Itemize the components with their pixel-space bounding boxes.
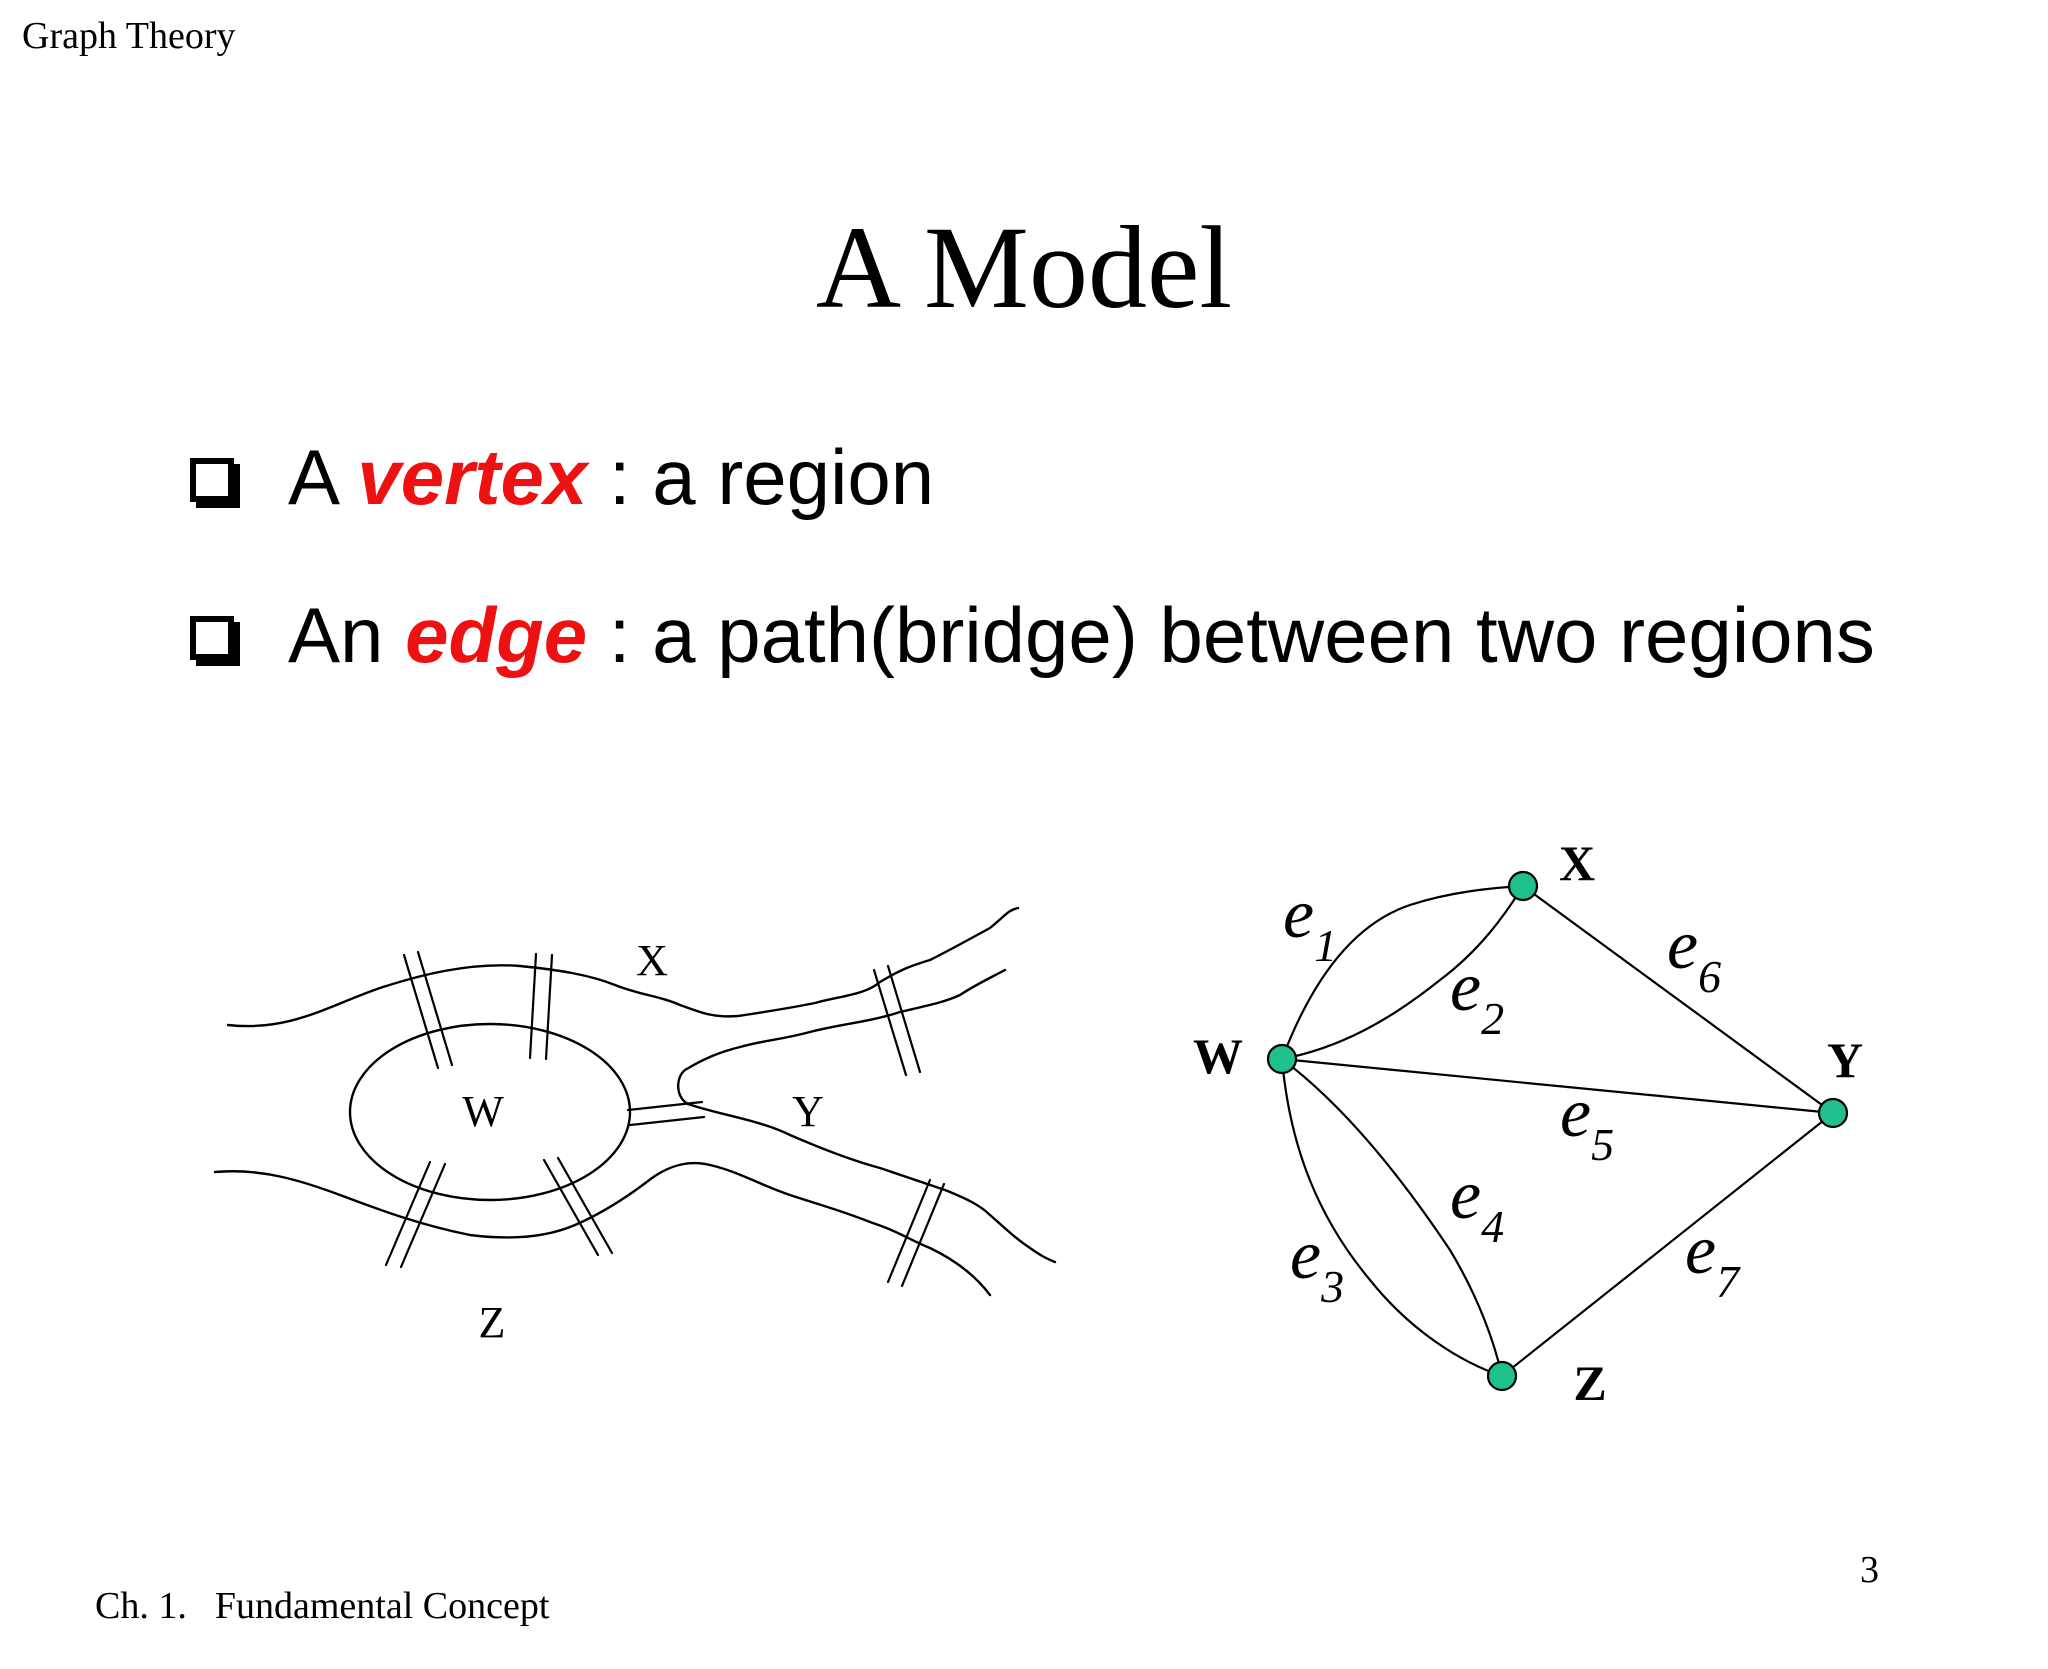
edge-label-e4: e4 [1450,1157,1504,1252]
map-label-y: Y [792,1087,824,1136]
footer-chapter: Ch. 1. [95,1585,187,1627]
edge-e2 [1281,885,1524,1061]
slide-title: A Model [815,202,1233,333]
vertex-w [1266,1043,1298,1075]
edge-e3 [1280,1058,1503,1378]
vertex-label-z: Z [1573,1355,1606,1411]
page-number: 3 [1860,1549,1879,1591]
river-bank-lower-right [686,1102,1057,1264]
edge-e7 [1501,1112,1834,1377]
running-header: Graph Theory [22,15,236,57]
bridges [384,950,946,1288]
vertex-z [1486,1360,1518,1392]
edge-e6 [1522,885,1834,1114]
vertex-label-w: W [1193,1028,1243,1084]
edge-label-e7: e7 [1685,1212,1741,1307]
bullet-edge: An edge : a path(bridge) between two reg… [190,590,1875,681]
vertex-y [1817,1097,1849,1129]
island-w [348,1022,632,1202]
graph-vertices [1266,870,1849,1392]
bullet-prefix: An [288,591,406,679]
river-map [213,906,1057,1297]
edge-label-e1: e1 [1283,876,1337,971]
vertex-label-x: X [1559,835,1595,891]
map-label-z: Z [479,1298,506,1347]
river-bank-upper [226,906,1020,1028]
map-label-w: W [462,1087,504,1136]
edge-label-e2: e2 [1450,949,1504,1044]
map-label-x: X [636,936,668,985]
edge-label-e5: e5 [1560,1075,1614,1170]
checkbox-bullet-icon [190,615,234,660]
river-bank-lower [213,1161,992,1297]
checkbox-bullet-icon [190,457,234,502]
edge-e4 [1281,1058,1504,1377]
footer: Ch. 1. Fundamental Concept [95,1584,549,1628]
edge-e5 [1281,1057,1834,1115]
term-edge: edge [405,591,588,679]
bullet-rest: : a region [587,433,935,521]
term-vertex: vertex [357,433,588,521]
edge-e1 [1280,884,1524,1060]
river-bank-upper-inner [677,968,1007,1106]
bullet-vertex: A vertex : a region [190,432,934,523]
bullet-rest: : a path(bridge) between two regions [587,591,1875,679]
footer-topic: Fundamental Concept [214,1585,550,1627]
vertex-label-y: Y [1827,1032,1863,1088]
edge-label-e3: e3 [1290,1217,1344,1312]
edge-label-e6: e6 [1667,907,1721,1002]
graph-edges [1280,884,1834,1378]
vertex-x [1507,870,1539,902]
bullet-prefix: A [288,433,358,521]
